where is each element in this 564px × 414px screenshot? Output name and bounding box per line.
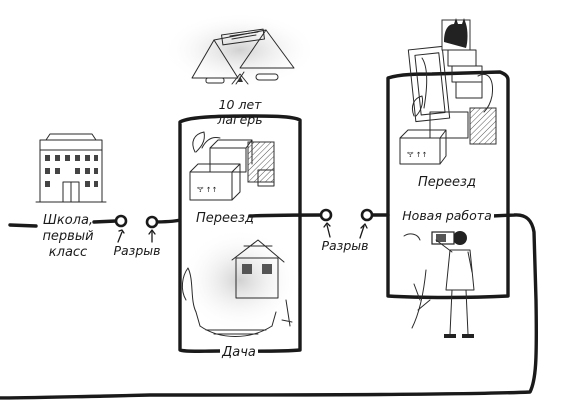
school-illustration [35,133,107,203]
move-label-1-bg [201,208,249,226]
dacha-label: Дача [221,345,256,360]
break-label-2: Разрыв [321,238,368,253]
school-label: Школа, первый класс [42,213,93,260]
move-label-2: Переезд [418,175,476,190]
svg-text:🝖 ↑↑: 🝖 ↑↑ [407,151,428,159]
new-job-label: Новая работа [402,208,491,223]
moving-boxes-with-cat-illustration: 🝖 ↑↑ [399,18,497,165]
school-label-line-1: Школа, [43,213,93,228]
svg-text:🝖 ↑↑: 🝖 ↑↑ [197,186,218,194]
break-ring-1b [145,215,159,229]
school-label-line-2: первый [42,229,93,244]
moving-boxes-illustration-1: 🝖 ↑↑ [189,131,275,201]
break-ring-2b [360,208,374,222]
move-label-1: Переезд [196,211,254,226]
break-label-1: Разрыв [113,243,160,258]
school-label-line-3: класс [49,245,87,260]
camp-label-line-1: 10 лет [219,97,263,112]
break-arrows-2 [323,222,368,239]
tent-camp-illustration [162,12,318,88]
camp-label: 10 лет лагерь [216,97,262,127]
camp-label-line-2: лагерь [216,112,262,127]
new-job-label-bg [402,207,494,225]
dacha-illustration [180,228,300,337]
dacha-label-bg [220,342,258,360]
break-ring-1a [114,214,128,228]
photographer-illustration [403,231,475,338]
break-ring-2a [319,208,333,222]
break-arrows-1 [117,229,156,243]
